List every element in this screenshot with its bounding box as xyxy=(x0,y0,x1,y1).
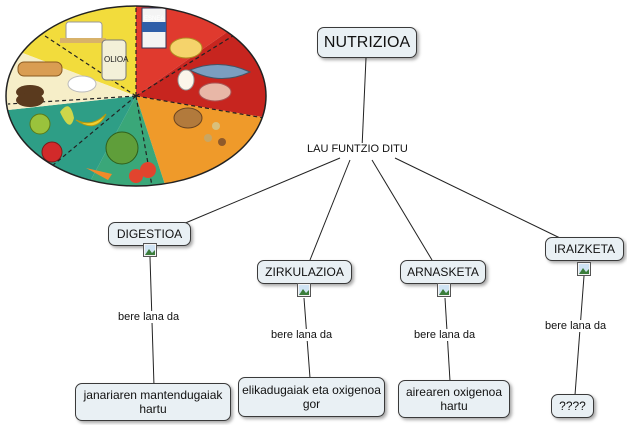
link-phrase-to-zirkulazioa xyxy=(309,159,351,261)
oil-bottle-label: OLIOA xyxy=(104,55,129,64)
image-icon[interactable] xyxy=(437,283,451,297)
concept-zirkulazioa-label: ZIRKULAZIOA xyxy=(265,265,344,279)
link-phrase-to-digestioa xyxy=(182,157,341,225)
concept-root-label: NUTRIZIOA xyxy=(323,33,411,51)
concept-root[interactable]: NUTRIZIOA xyxy=(317,27,417,58)
milk-carton-label: ESNEA xyxy=(144,16,164,22)
concept-zirkulazioa-result-label: elikadugaiak eta oxigenoa gor xyxy=(242,383,381,411)
root-link-phrase: LAU FUNTZIO DITU xyxy=(306,143,409,155)
concept-iraizketa[interactable]: IRAIZKETA xyxy=(545,237,624,261)
zirkulazioa-link-phrase: bere lana da xyxy=(270,329,334,341)
concept-zirkulazioa[interactable]: ZIRKULAZIOA xyxy=(257,260,352,284)
concept-arnasketa-result[interactable]: airearen oxigenoa hartu xyxy=(398,380,510,418)
image-icon[interactable] xyxy=(577,262,591,276)
concept-digestioa[interactable]: DIGESTIOA xyxy=(108,222,191,246)
concept-digestioa-label: DIGESTIOA xyxy=(116,227,183,241)
link-iraizketa-down xyxy=(574,275,585,396)
link-phrase-to-iraizketa xyxy=(394,157,561,239)
concept-iraizketa-label: IRAIZKETA xyxy=(553,242,616,256)
concept-iraizketa-result-label: ???? xyxy=(559,399,586,413)
digestioa-link-phrase: bere lana da xyxy=(117,311,181,323)
image-icon[interactable] xyxy=(143,243,157,257)
link-phrase-to-arnasketa xyxy=(371,159,433,261)
concept-digestioa-result[interactable]: janariaren mantendugaiak hartu xyxy=(75,383,231,421)
concept-iraizketa-result[interactable]: ???? xyxy=(551,394,594,418)
concept-arnasketa-result-label: airearen oxigenoa hartu xyxy=(405,385,503,413)
food-wheel-image: OLIOA ESNEA xyxy=(5,5,267,187)
image-icon[interactable] xyxy=(297,283,311,297)
iraizketa-link-phrase: bere lana da xyxy=(544,320,608,332)
link-root-to-phrase xyxy=(361,57,367,149)
concept-arnasketa[interactable]: ARNASKETA xyxy=(400,260,486,284)
concept-arnasketa-label: ARNASKETA xyxy=(407,265,479,279)
concept-digestioa-result-label: janariaren mantendugaiak hartu xyxy=(83,388,223,416)
concept-zirkulazioa-result[interactable]: elikadugaiak eta oxigenoa gor xyxy=(238,377,385,417)
arnasketa-link-phrase: bere lana da xyxy=(413,329,477,341)
